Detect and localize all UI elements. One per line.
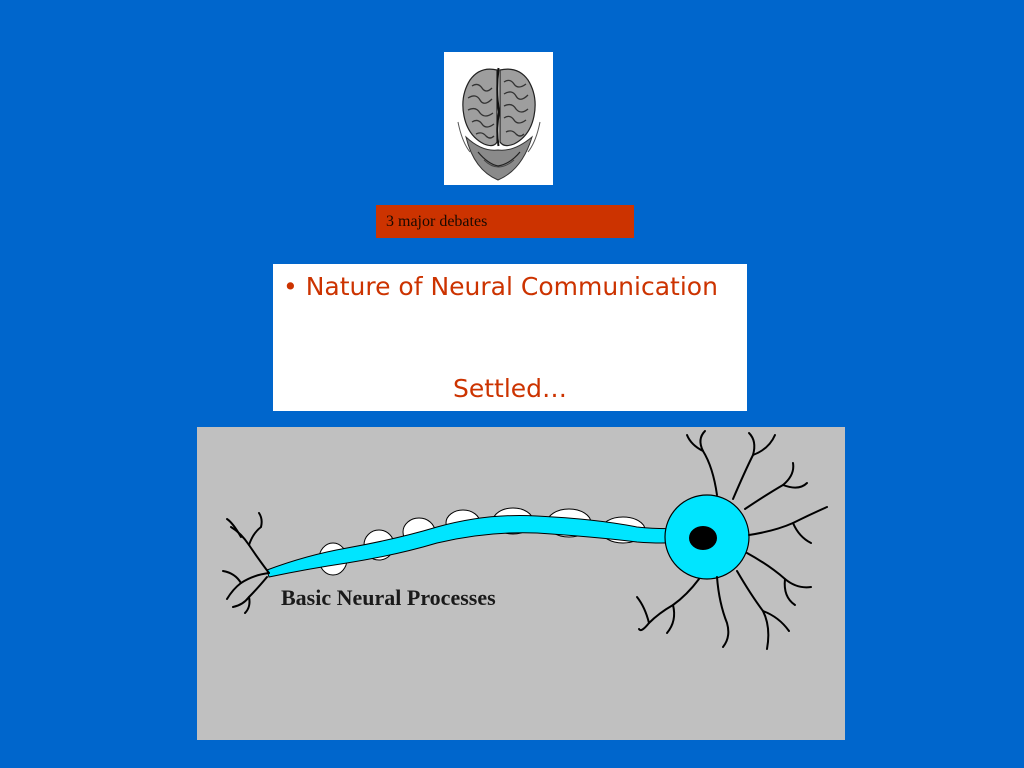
brain-image [444, 52, 553, 185]
debates-heading: 3 major debates [376, 205, 634, 238]
neuron-diagram: Basic Neural Processes [197, 427, 845, 740]
settled-text: Settled… [452, 374, 568, 403]
figure-caption: Basic Neural Processes [281, 585, 496, 610]
neuron-diagram-icon [222, 430, 828, 650]
text-box: • Nature of Neural Communication Settled… [273, 264, 747, 411]
brain-engraving-icon [457, 67, 541, 181]
bullet-item: • Nature of Neural Communication [283, 272, 718, 301]
